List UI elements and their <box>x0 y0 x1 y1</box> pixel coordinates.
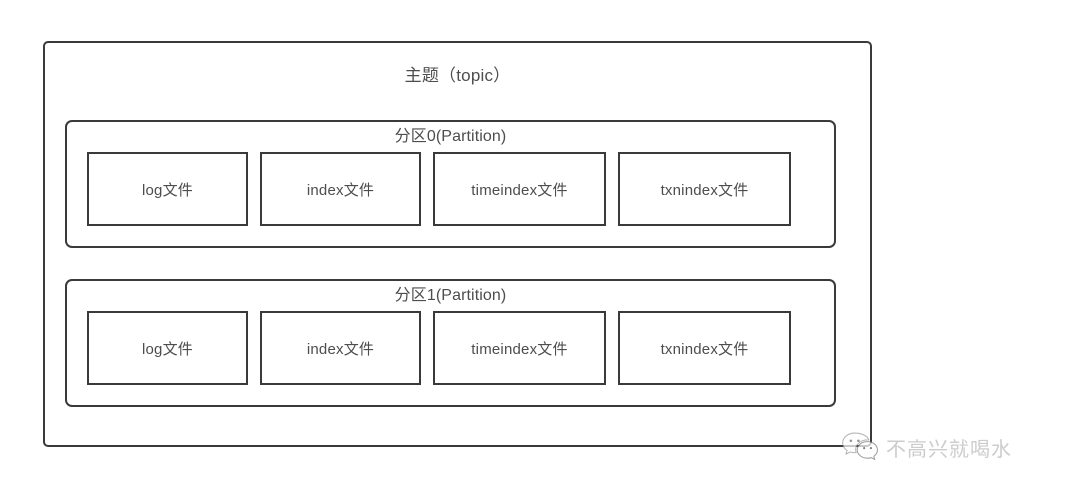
file-box-log: log文件 <box>87 311 248 385</box>
file-box-log: log文件 <box>87 152 248 226</box>
topic-title: 主题（topic） <box>404 66 511 85</box>
file-box-timeindex: timeindex文件 <box>433 311 606 385</box>
file-row-partition-1: log文件 index文件 timeindex文件 txnindex文件 <box>87 311 818 385</box>
partition-container-0: 分区0(Partition) log文件 index文件 timeindex文件… <box>65 120 836 248</box>
file-box-timeindex: timeindex文件 <box>433 152 606 226</box>
partition-label-0: 分区0(Partition) <box>394 128 507 145</box>
file-box-txnindex: txnindex文件 <box>618 152 791 226</box>
file-box-txnindex: txnindex文件 <box>618 311 791 385</box>
watermark-text: 不高兴就喝水 <box>886 438 1012 461</box>
file-box-index: index文件 <box>260 152 421 226</box>
partition-label-1: 分区1(Partition) <box>394 287 507 304</box>
topic-container: 主题（topic） 分区0(Partition) log文件 index文件 t… <box>43 41 872 447</box>
file-box-index: index文件 <box>260 311 421 385</box>
partition-container-1: 分区1(Partition) log文件 index文件 timeindex文件… <box>65 279 836 407</box>
file-row-partition-0: log文件 index文件 timeindex文件 txnindex文件 <box>87 152 818 226</box>
